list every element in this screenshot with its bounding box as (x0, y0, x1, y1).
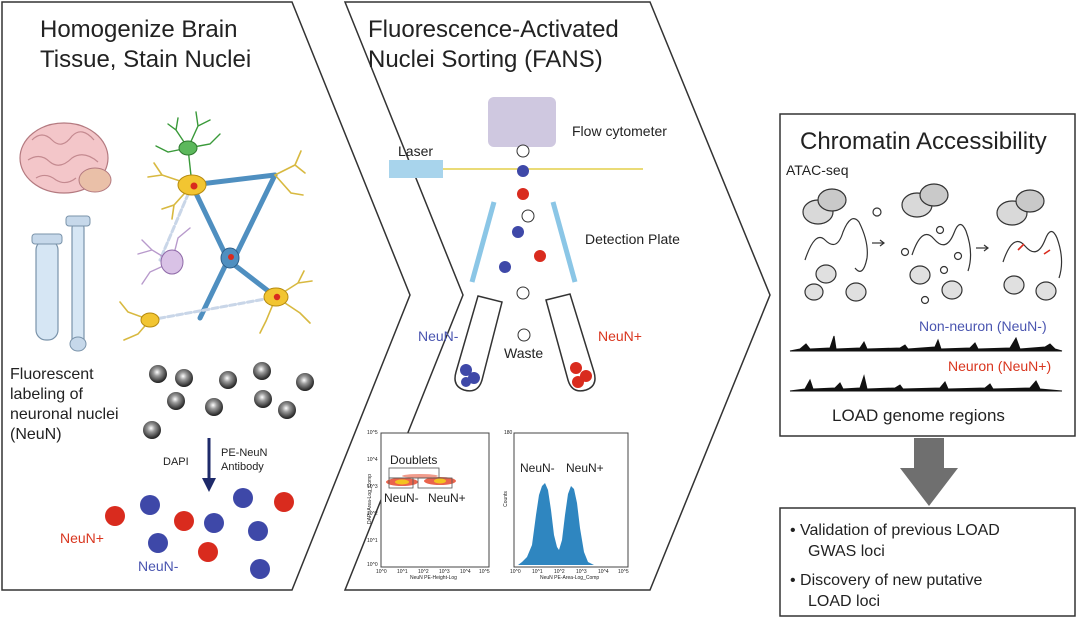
doublets-scatter-plot (380, 432, 490, 568)
tube-neun-pos-label: NeuN+ (598, 328, 642, 344)
panel1-chevron (1, 1, 411, 591)
plot2-neun-pos-label: NeuN+ (566, 461, 604, 475)
panel1-title-line1: Homogenize Brain (40, 16, 238, 43)
plot1-xtick: 10^1 (397, 569, 408, 575)
results-arrow (900, 438, 958, 506)
plot1-doublets-label: Doublets (390, 453, 438, 467)
plot2-ytop: 180 (504, 430, 513, 436)
load-regions-label: LOAD genome regions (832, 406, 1005, 425)
plot2-xtick: 10^4 (598, 569, 609, 575)
collection-tube-neun-neg (454, 295, 503, 392)
atac-tracks (789, 335, 1063, 392)
panel2-title-line2: Nuclei Sorting (FANS) (368, 46, 603, 73)
collection-tube-neun-pos (545, 293, 596, 392)
neuron-network-illustration (119, 111, 313, 341)
plot1-ylabel: DAPI-Area-Log_Comp (367, 473, 373, 525)
labeling-line3: neuronal nuclei (10, 406, 119, 423)
results-box (779, 507, 1076, 617)
labeling-line1: Fluorescent (10, 366, 94, 383)
plot2-xtick: 10^0 (510, 569, 521, 575)
neun-histogram-plot (513, 432, 629, 568)
dapi-label: DAPI (163, 456, 189, 468)
bullet1-line1: Validation of previous LOAD (800, 522, 1000, 539)
non-neuron-label: Non-neuron (NeuN-) (919, 318, 1047, 334)
result-bullet-2: • Discovery of new putative LOAD loci (790, 570, 982, 612)
plot2-xtick: 10^3 (576, 569, 587, 575)
waste-label: Waste (504, 345, 544, 361)
bullet1-line2: GWAS loci (808, 543, 885, 560)
plot2-ylabel: Counts (503, 491, 509, 507)
histogram-fill (518, 483, 594, 565)
plot1-ytick: 10^3 (367, 484, 378, 490)
plot1-xtick: 10^5 (479, 569, 490, 575)
plot1-xtick: 10^4 (460, 569, 471, 575)
tube-neun-neg-label: NeuN- (418, 328, 459, 344)
plot1-xtick: 10^2 (418, 569, 429, 575)
labeling-line2: labeling of (10, 386, 83, 403)
panel1-neun-pos-label: NeuN+ (60, 530, 104, 546)
chromatin-illustration (802, 183, 1063, 305)
panel1-title-line2: Tissue, Stain Nuclei (40, 46, 252, 73)
plot1-ytick: 10^5 (367, 430, 378, 436)
plot1-ytick: 10^2 (367, 511, 378, 517)
neuron-label: Neuron (NeuN+) (948, 358, 1052, 374)
chromatin-title: Chromatin Accessibility (800, 128, 1047, 155)
flow-cytometer-apparatus (389, 97, 643, 392)
bullet2-line1: Discovery of new putative (800, 572, 983, 589)
bullet-dot: • (790, 522, 801, 539)
result-bullet-1: • Validation of previous LOAD GWAS loci (790, 520, 1000, 562)
laser-box (389, 160, 443, 178)
labeled-nuclei (105, 488, 294, 579)
panel1-neun-neg-label: NeuN- (138, 558, 179, 574)
bullet-dot: • (790, 572, 801, 589)
plot2-xtick: 10^2 (554, 569, 565, 575)
staining-arrow (202, 438, 216, 492)
flow-cytometer-label: Flow cytometer (572, 123, 667, 139)
plot2-xtick: 10^1 (532, 569, 543, 575)
labeling-line4: (NeuN) (10, 426, 62, 443)
antibody-label-line2: Antibody (221, 461, 264, 473)
bullet2-line2: LOAD loci (808, 593, 881, 610)
scatter-cloud (386, 474, 456, 486)
antibody-label-line1: PE-NeuN (221, 447, 268, 459)
unlabeled-nuclei (143, 362, 314, 439)
detection-plate-label: Detection Plate (585, 231, 680, 247)
laser-label: Laser (398, 143, 434, 159)
brain-illustration (19, 122, 112, 194)
atac-label: ATAC-seq (786, 162, 849, 178)
plot1-neun-pos-label: NeuN+ (428, 491, 466, 505)
plot1-ytick: 10^0 (367, 562, 378, 568)
plot1-xlabel: NeuN PE-Height-Log (410, 575, 457, 581)
plot2-xtick: 10^5 (618, 569, 629, 575)
plot1-ytick: 10^1 (367, 538, 378, 544)
homogenizer-illustration (31, 215, 91, 352)
plot1-xtick: 10^0 (376, 569, 387, 575)
plot1-ytick: 10^4 (367, 457, 378, 463)
panel2-title-line1: Fluorescence-Activated (368, 16, 619, 43)
plot1-xtick: 10^3 (439, 569, 450, 575)
plot1-neun-neg-label: NeuN- (384, 491, 419, 505)
plot2-neun-neg-label: NeuN- (520, 461, 555, 475)
plot2-xlabel: NeuN PE-Area-Log_Comp (540, 575, 600, 581)
flow-cytometer-box (488, 97, 556, 147)
